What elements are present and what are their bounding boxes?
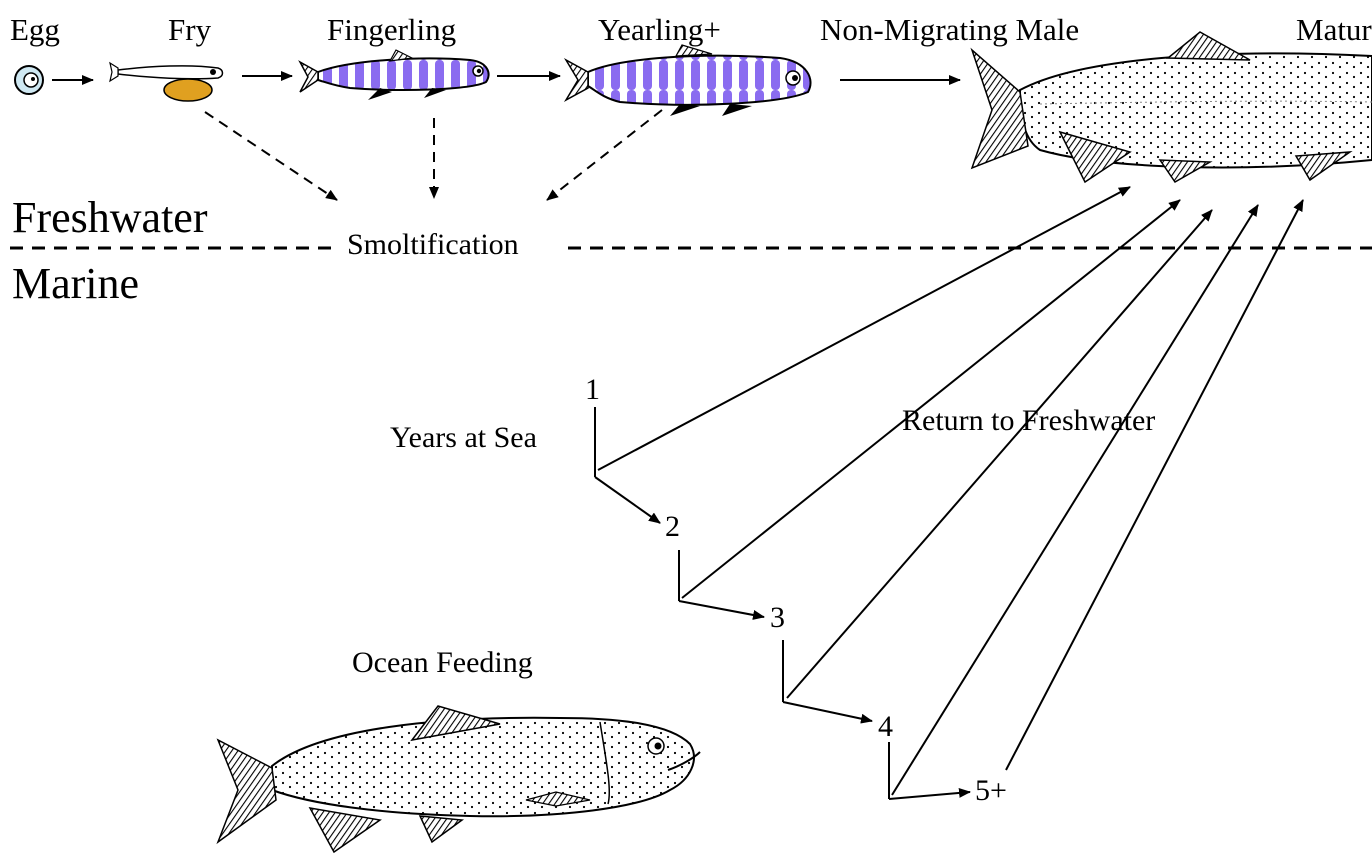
ocean-feeding-fish-icon — [218, 706, 700, 852]
return-arrows — [598, 187, 1303, 795]
dashed-arrow-fry-smolt — [205, 112, 337, 200]
non-migrating-male-icon — [972, 32, 1372, 182]
egg-icon — [15, 66, 43, 94]
fry-icon — [110, 63, 223, 101]
yearling-icon — [566, 45, 811, 116]
dashed-arrow-yearling-smolt — [547, 110, 662, 200]
fingerling-icon — [300, 50, 489, 100]
